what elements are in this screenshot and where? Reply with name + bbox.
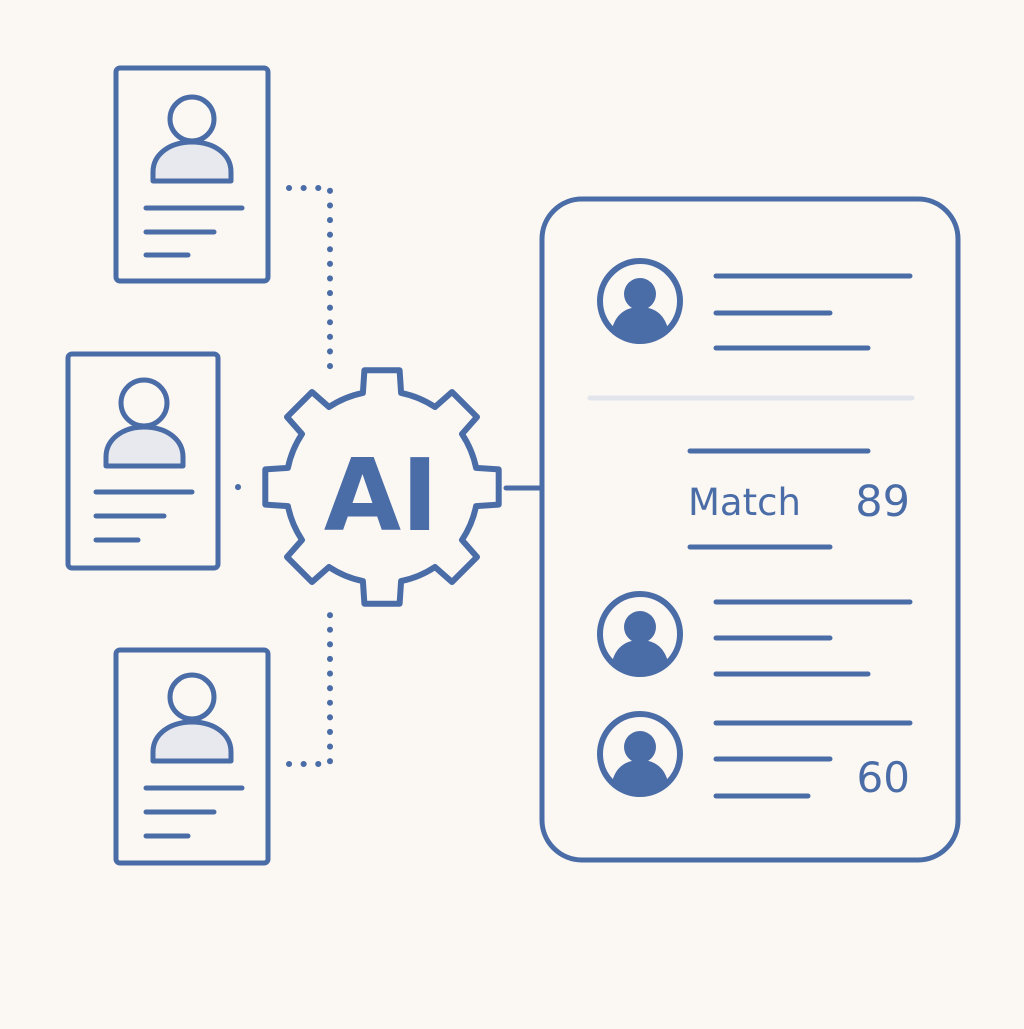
candidate-card-top [113, 65, 271, 284]
person-icon [150, 94, 234, 184]
person-icon [103, 377, 186, 469]
person-circle-icon [597, 258, 683, 344]
result-row [597, 591, 913, 677]
dotted-connector-bottom [286, 611, 333, 767]
results-panel: Match 89 60 [539, 196, 961, 863]
ai-engine: AI [262, 367, 502, 607]
person-circle-icon [597, 711, 683, 797]
candidate-card-middle [65, 351, 221, 571]
person-icon [150, 672, 234, 764]
match-score: 89 [855, 477, 910, 527]
match-label: Match [688, 481, 801, 524]
ai-label: AI [324, 437, 439, 554]
result-row: 60 [597, 711, 913, 802]
gear-icon [262, 367, 502, 607]
result-row [597, 258, 913, 351]
matched-result-row: Match 89 [687, 448, 910, 550]
dotted-connector-top [286, 185, 333, 371]
candidate-card-bottom [113, 647, 271, 866]
person-circle-icon [597, 591, 683, 677]
match-score: 60 [857, 753, 910, 802]
